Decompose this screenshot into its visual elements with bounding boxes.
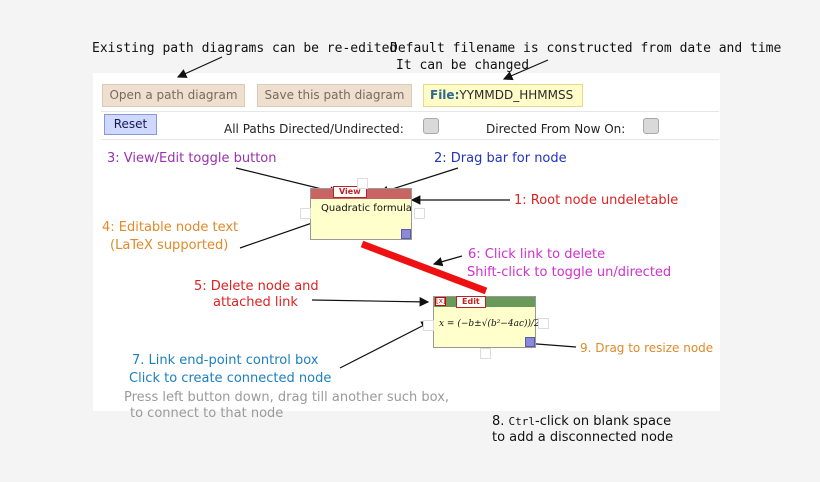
note-delete-node: 5: Delete node and [194, 279, 319, 294]
directed-label: Directed From Now On: [486, 122, 626, 136]
diagram-canvas[interactable] [93, 73, 720, 411]
link-endpoint-control-box[interactable] [300, 208, 311, 219]
root-resize-handle[interactable] [401, 229, 411, 239]
options-divider [101, 139, 719, 140]
link-endpoint-control-box[interactable] [357, 178, 368, 189]
note-resize: 9. Drag to resize node [580, 341, 714, 355]
note-drag-bar: 2: Drag bar for node [434, 151, 567, 166]
delete-node-button[interactable]: [x] [435, 297, 446, 306]
note-disconnected-node: to add a disconnected node [492, 430, 674, 445]
note-shift-click: Shift-click to toggle un/directed [467, 265, 672, 280]
root-node[interactable]: View Quadratic formula [310, 186, 412, 240]
child-resize-handle[interactable] [525, 337, 535, 347]
note-existing: Existing path diagrams can be re-edited [92, 41, 398, 56]
note-latex: (LaTeX supported) [110, 238, 229, 253]
all-paths-label: All Paths Directed/Undirected: [224, 122, 404, 136]
link-endpoint-control-box[interactable] [538, 318, 549, 329]
note-click-create: Click to create connected node [129, 371, 332, 386]
link-endpoint-control-box[interactable] [423, 320, 434, 331]
open-diagram-button[interactable]: Open a path diagram [102, 84, 245, 107]
note-attached-link: attached link [213, 295, 298, 310]
note-default-filename: Default filename is constructed from dat… [390, 41, 782, 56]
toolbar-divider [101, 111, 719, 112]
note-click-link: 6: Click link to delete [468, 247, 606, 262]
note-connect: to connect to that node [130, 406, 284, 421]
reset-button[interactable]: Reset [104, 114, 157, 135]
child-edit-toggle-button[interactable]: Edit [456, 296, 486, 308]
filename-value[interactable]: YYMMDD_HHMMSS [459, 88, 574, 102]
filename-label: File: [430, 88, 460, 102]
link-endpoint-control-box[interactable] [480, 348, 491, 359]
node-link[interactable] [360, 240, 488, 295]
note-ctrl-click-number: 8. [492, 414, 505, 429]
all-paths-checkbox[interactable] [423, 118, 439, 134]
child-node-formula[interactable]: x = (−b±√(b²−4ac))/2a [439, 319, 546, 329]
note-can-change: It can be changed [396, 58, 530, 73]
note-press-drag: Press left button down, drag till anothe… [124, 390, 450, 405]
child-node[interactable]: [x] Edit x = (−b±√(b²−4ac))/2a [433, 296, 545, 348]
note-root-node: 1: Root node undeletable [514, 193, 679, 208]
root-view-toggle-button[interactable]: View [333, 186, 367, 198]
note-ctrl-click-text: -click on blank space [535, 414, 672, 429]
save-diagram-button[interactable]: Save this path diagram [257, 84, 412, 107]
note-link-control: 7. Link end-point control box [132, 353, 319, 368]
note-view-edit: 3: View/Edit toggle button [107, 151, 277, 166]
link-endpoint-control-box[interactable] [414, 208, 425, 219]
note-editable-text: 4: Editable node text [102, 220, 239, 235]
note-ctrl-key: Ctrl [508, 415, 536, 428]
directed-checkbox[interactable] [643, 118, 659, 134]
note-ctrl-click: 8. Ctrl-click on blank space [492, 414, 671, 429]
root-node-text[interactable]: Quadratic formula [321, 203, 412, 214]
filename-field[interactable]: File:YYMMDD_HHMMSS [423, 84, 583, 107]
